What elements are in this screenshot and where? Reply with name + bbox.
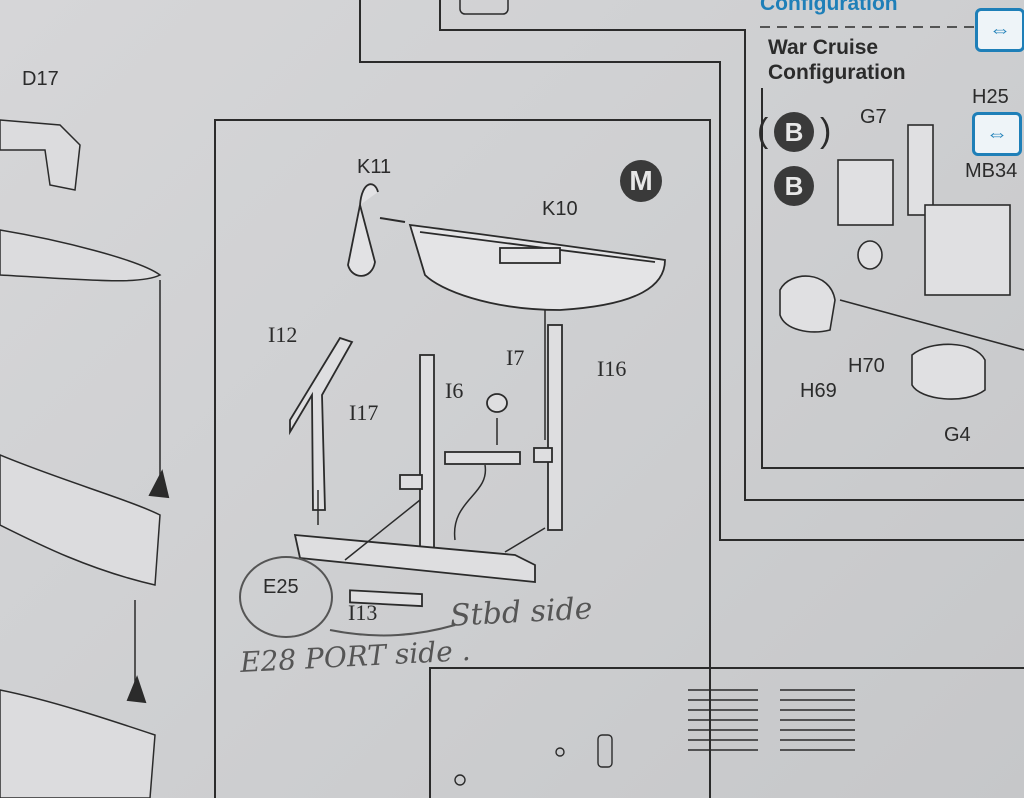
label-i16: I16 bbox=[597, 356, 627, 381]
label-i17: I17 bbox=[349, 400, 379, 425]
border-inner bbox=[439, 0, 1024, 501]
label-h69: H69 bbox=[800, 380, 837, 402]
paren-close: ) bbox=[820, 112, 832, 150]
hull-parts-left bbox=[0, 119, 162, 798]
label-i13: I13 bbox=[348, 600, 378, 625]
step-m-frame bbox=[214, 119, 711, 798]
label-i6: I6 bbox=[445, 378, 464, 403]
label-h70: H70 bbox=[848, 355, 885, 377]
label-g7: G7 bbox=[860, 106, 887, 128]
swap-arrows-icon: ⇔ bbox=[972, 112, 1022, 156]
paren-open: ( bbox=[757, 112, 769, 150]
label-g4: G4 bbox=[944, 424, 971, 446]
border-outer bbox=[359, 0, 1024, 541]
boat-k10 bbox=[408, 223, 666, 311]
label-d17: D17 bbox=[22, 68, 59, 90]
right-parts bbox=[779, 124, 1024, 400]
label-e25: E25 bbox=[263, 576, 299, 598]
swap-arrows-icon: ⇔ bbox=[975, 8, 1024, 52]
section-title-line2: Configuration bbox=[768, 61, 906, 84]
handwritten-stbd-side: Stbd side bbox=[449, 591, 594, 634]
label-k11: K11 bbox=[357, 156, 392, 178]
badge-b-optional: B bbox=[774, 112, 814, 152]
bottom-frame bbox=[429, 667, 1024, 798]
vents bbox=[454, 689, 855, 786]
border-inner2 bbox=[761, 88, 1024, 469]
badge-b: B bbox=[774, 166, 814, 206]
section-title-line1: War Cruise bbox=[768, 36, 879, 59]
label-i7: I7 bbox=[506, 345, 525, 370]
stand-parts bbox=[289, 324, 563, 608]
label-h25: H25 bbox=[972, 86, 1009, 108]
davit-k11 bbox=[347, 183, 379, 277]
label-i12: I12 bbox=[268, 322, 298, 347]
step-badge: M bbox=[620, 160, 662, 202]
label-k10: K10 bbox=[542, 198, 578, 220]
label-mb34: MB34 bbox=[965, 160, 1018, 182]
pen-annotations bbox=[239, 556, 456, 638]
top-heading-partial: Configuration bbox=[760, 0, 898, 15]
